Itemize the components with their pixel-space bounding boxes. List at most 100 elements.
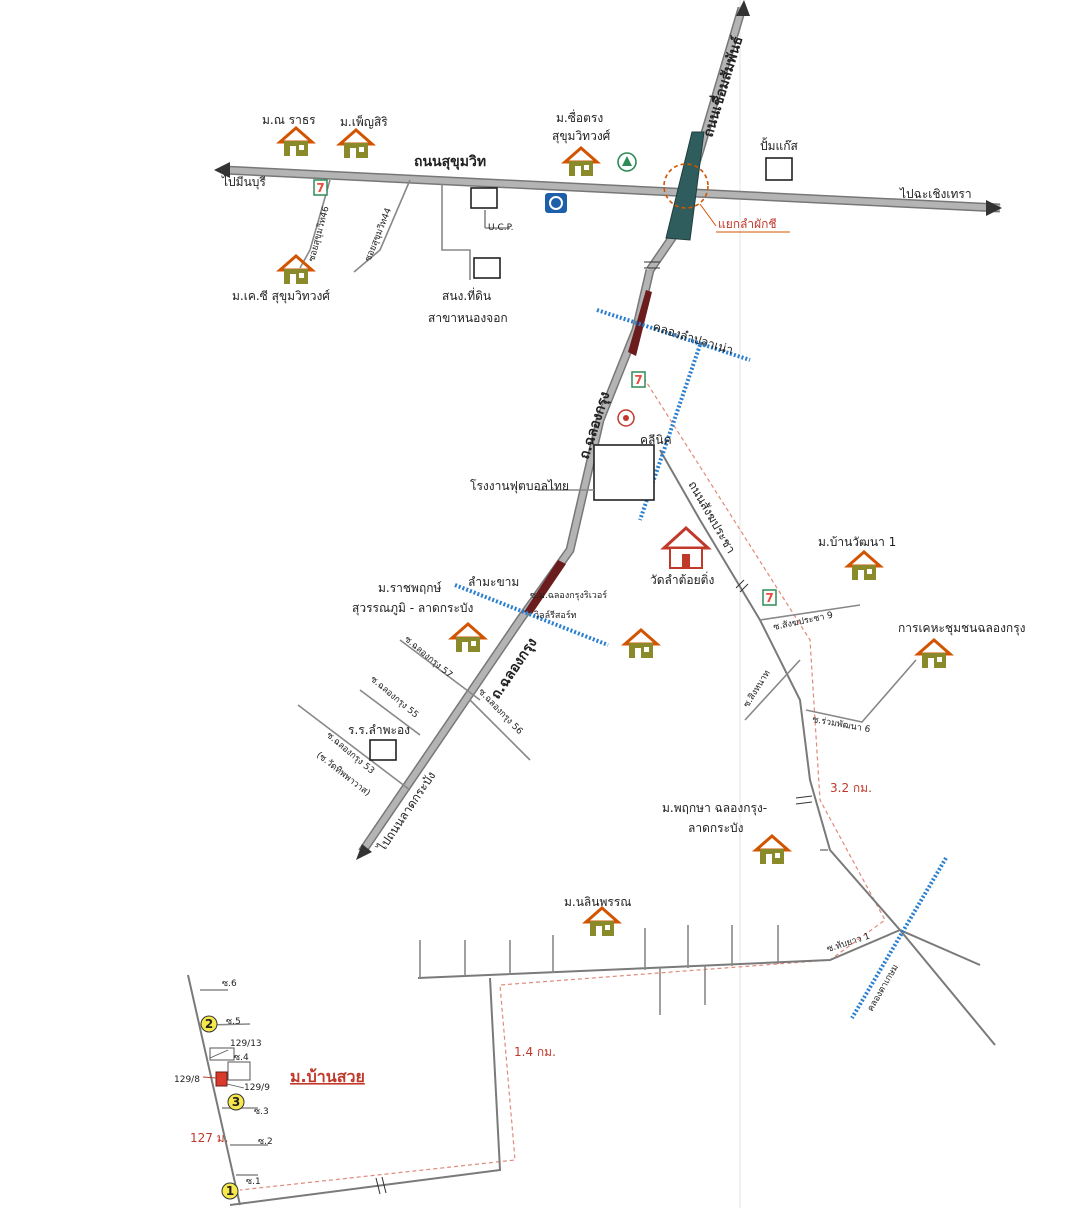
target-plot[interactable] — [215, 1071, 228, 1087]
m-kc-label: ม.เค.ซี สุขุมวิทวงศ์ — [232, 289, 330, 304]
m-phensiri-label: ม.เพ็ญสิริ — [340, 114, 388, 129]
house-icon — [916, 638, 952, 670]
lam-makham-label: ลำมะขาม — [468, 575, 519, 589]
ucp-label: U.C.P. — [488, 223, 513, 233]
nalin-road[interactable] — [417, 925, 901, 1015]
svg-text:สุวรรณภูมิ - ลาดกระบัง: สุวรรณภูมิ - ลาดกระบัง — [352, 601, 473, 616]
m-ban-wattana-label: ม.บ้านวัฒนา 1 — [818, 535, 896, 549]
soi-3-label: ซ.3 — [254, 1107, 269, 1117]
house-icon — [584, 906, 620, 938]
distance-127m: 127 ม. — [190, 1131, 228, 1145]
m-chuetrong-label: ม.ซื่อตรง — [556, 109, 603, 125]
to-minburi-label: ไปมีนบุรี — [221, 175, 266, 190]
bank-blue-icon — [545, 193, 567, 213]
gas-station-building[interactable] — [765, 157, 793, 181]
svg-text:สาขาหนองจอก: สาขาหนองจอก — [428, 311, 508, 325]
svg-text:2: 2 — [205, 1017, 213, 1031]
canal-lam-pla-thao — [596, 308, 751, 362]
sukhumvit-road[interactable] — [214, 162, 1002, 216]
soi-chalongkrung-57[interactable] — [399, 639, 481, 701]
soi-4-label: ซ.4 — [234, 1053, 249, 1063]
ucp-building[interactable] — [470, 187, 498, 209]
m-na-rathon-label: ม.ณ ราธร — [262, 113, 316, 127]
m-nalin-label: ม.นลินพรรณ — [564, 895, 631, 909]
house-icon — [338, 128, 374, 160]
marker-3[interactable]: 3 — [227, 1093, 245, 1111]
school-building[interactable] — [369, 739, 397, 761]
junction-circle — [663, 163, 709, 209]
canal-lam-pla-thao-label: คลองลำปลาเน่า — [651, 319, 735, 357]
sangkhapracha-label: ถนนสังฆประชา — [685, 479, 738, 556]
m-ratchaphruek-label: ม.ราชพฤกษ์ — [378, 581, 442, 595]
soi-sangkhapracha-9[interactable] — [759, 604, 861, 621]
junction-pointer — [699, 203, 717, 227]
housing-label: การเคหะชุมชนฉลองกรุง — [898, 621, 1026, 636]
seven-eleven-icon — [313, 179, 328, 196]
svg-text:ลาดกระบัง: ลาดกระบัง — [688, 821, 744, 835]
canal-lam-makham — [454, 583, 609, 647]
soi-5-label: ซ.5 — [226, 1017, 241, 1027]
sukhumvit-label: ถนนสุขุมวิท — [414, 154, 486, 170]
soi-2-label: ซ.2 — [258, 1137, 273, 1147]
svg-text:สุขุมวิทวงศ์: สุขุมวิทวงศ์ — [552, 129, 611, 144]
land-office-road[interactable] — [441, 184, 471, 280]
junction-label: แยกลำผักชี — [718, 217, 777, 231]
soi-singhanat-label: ซ.สิงหนาท — [741, 668, 773, 709]
svg-text:1: 1 — [226, 1184, 234, 1198]
soi-44-road[interactable] — [353, 179, 411, 273]
bank-icon — [617, 152, 637, 172]
soi-55-label: ซ.ฉลองกรุง 55 — [368, 675, 420, 721]
khlong-tan-kem-label: คลองตาเกษม — [866, 963, 901, 1014]
gas-station-label: ปั้มแก๊ส — [760, 137, 799, 153]
to-chachoengsao-label: ไปฉะเชิงเทรา — [899, 187, 972, 201]
marker-2[interactable]: 2 — [200, 1015, 218, 1033]
soi-1-label: ซ.1 — [246, 1177, 261, 1187]
wat-label: วัดลำต้อยติ่ง — [650, 571, 714, 587]
svg-text:วิลล์รีสอร์ท: วิลล์รีสอร์ท — [534, 609, 577, 621]
sangkhapracha-road[interactable] — [659, 449, 981, 966]
football-factory-building[interactable] — [593, 444, 655, 501]
svg-text:3: 3 — [232, 1095, 240, 1109]
soi-ruam-phatthana-6[interactable] — [805, 659, 917, 723]
soi-chalongkrung-56[interactable] — [469, 699, 531, 761]
land-office-building[interactable] — [473, 257, 501, 279]
soi-6-label: ซ.6 — [222, 979, 237, 989]
chalongkrung-lower-label: ถ.ฉลองกรุง — [488, 635, 540, 702]
route-line — [239, 371, 886, 1191]
clinic-label: คลีนิค — [640, 433, 672, 447]
land-office-label: สนง.ที่ดิน — [442, 287, 491, 303]
distance-1-4km: 1.4 กม. — [514, 1045, 556, 1059]
house-icon — [623, 628, 659, 660]
marker-1[interactable]: 1 — [221, 1182, 239, 1200]
soi-44-label: ซอยสุขุมวิท44 — [363, 206, 395, 263]
house-icon — [563, 146, 599, 178]
connector-label: ถนนเชื่อมสัมพันธ์ — [698, 34, 747, 140]
football-factory-label: โรงงานฟุตบอลไทย — [470, 479, 569, 494]
soi-46-label: ซอยสุขุมวิท46 — [306, 205, 331, 263]
clinic-icon — [617, 409, 635, 427]
plot-129-9-label: 129/9 — [244, 1083, 270, 1093]
soi-singhanat[interactable] — [744, 659, 801, 721]
connector-road[interactable] — [646, 0, 750, 273]
plot-129-13-label: 129/13 — [230, 1039, 262, 1049]
seven-eleven-icon — [762, 589, 777, 606]
ban-suay-access-road[interactable] — [229, 977, 502, 1206]
house-icon — [846, 550, 882, 582]
svg-text:(ซ.วัดทิพพาวาส): (ซ.วัดทิพพาวาส) — [314, 750, 372, 799]
m-chalong-river-label: ซ.ม.ฉลองกรุงริเวอร์ — [530, 589, 607, 601]
ban-suay-street[interactable] — [187, 974, 268, 1206]
ban-suay-label: ม.บ้านสวย — [290, 1067, 365, 1086]
m-phruksa-label: ม.พฤกษา ฉลองกรุง- — [662, 801, 767, 816]
soi-chalongkrung-53[interactable] — [297, 704, 411, 791]
chalongkrung-road[interactable] — [356, 261, 660, 860]
plot-129-8-label: 129/8 — [174, 1075, 200, 1085]
canal-khlong-tan-kem — [850, 856, 948, 1020]
soi-chalongkrung-55[interactable] — [359, 689, 421, 736]
soi-57-label: ซ.ฉลองกรุง 57 — [402, 635, 454, 681]
temple-icon — [660, 525, 712, 569]
seven-eleven-icon — [631, 371, 646, 388]
school-label: ร.ร.ลำพะอง — [348, 723, 410, 737]
house-icon — [278, 126, 314, 158]
house-icon — [450, 622, 486, 654]
